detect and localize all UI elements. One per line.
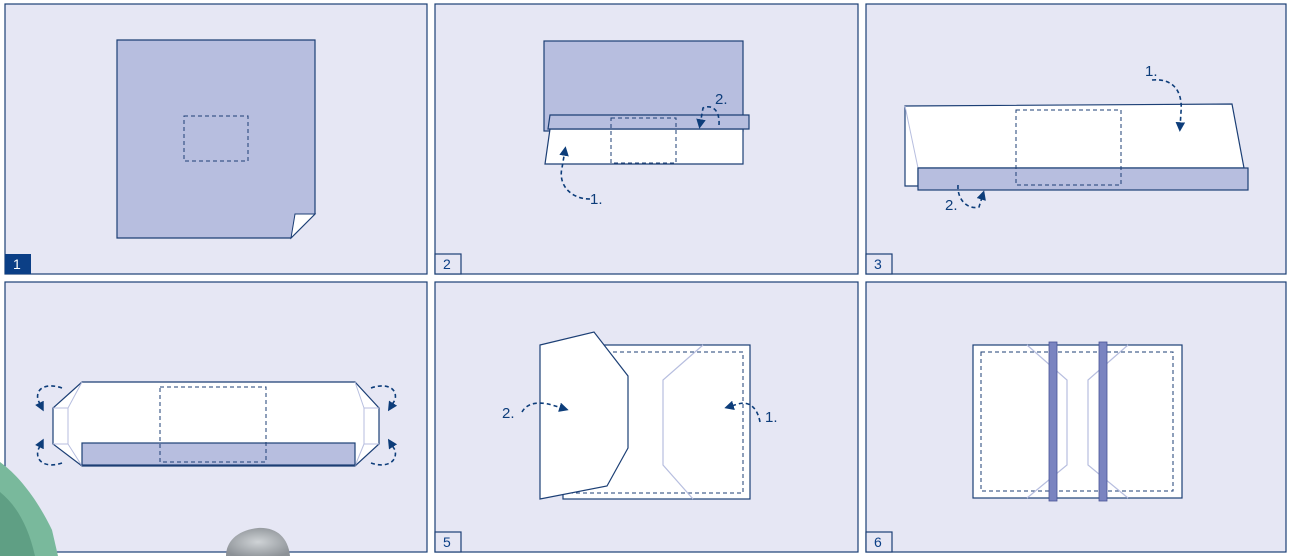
curved-dashed-arrow-icon: [521, 402, 569, 413]
instrument-tray-outline: [980, 351, 1174, 492]
flap-crease-lines: [1026, 344, 1129, 499]
left-fold-crease: [53, 381, 83, 467]
instrument-tray-outline: [159, 386, 267, 463]
instrument-tray-outline: [183, 115, 249, 162]
callout-step-1: 1.: [590, 191, 603, 208]
panel-number-2: 2: [443, 256, 451, 272]
wrapped-package: [972, 344, 1183, 499]
left-flap-folding: [539, 331, 629, 500]
right-flap-outline: [662, 344, 704, 500]
indicator-tape-right: [1098, 341, 1108, 502]
curved-dashed-arrow-icon: [957, 184, 986, 209]
folded-flap-white: [544, 128, 744, 165]
panel-6-illustration: [972, 341, 1183, 502]
panel-number-badge-3: [865, 253, 893, 275]
instrument-tray-outline: [610, 117, 677, 164]
panel-number-badge-1: [5, 254, 31, 274]
panel-number-badges: 1 2 3 5 6: [5, 253, 893, 553]
panel-1-illustration: [116, 39, 317, 240]
instrument-tray-outline: [1015, 109, 1122, 186]
wrap-band: [81, 442, 356, 466]
wrap-sheet: [116, 39, 316, 239]
callout-step-2: 2.: [945, 197, 958, 214]
photo-fragment-overlay: [0, 462, 290, 556]
panel-number-badge-6: [865, 531, 893, 553]
panel-number-5: 5: [443, 534, 451, 550]
green-gown-shade: [0, 492, 35, 556]
callout-step-2: 2.: [502, 405, 515, 422]
panel-5-illustration: 2. 1.: [502, 331, 778, 500]
sheet-fold-crease: [904, 105, 919, 169]
indicator-tape-left: [1048, 341, 1058, 502]
panel-4-illustration: [35, 381, 398, 467]
panel-3-illustration: 1. 2.: [904, 63, 1249, 214]
panel-number-6: 6: [874, 534, 882, 550]
wrap-band: [917, 167, 1249, 191]
curved-dashed-arrow-icon: [1151, 79, 1186, 132]
panel-number-3: 3: [874, 256, 882, 272]
panel-2-illustration: 1. 2.: [543, 40, 750, 208]
callout-step-1: 1.: [765, 409, 778, 426]
curved-dashed-arrow-icon: [559, 146, 591, 200]
panel-number-badge-2: [434, 253, 462, 275]
panel-number-1: 1: [13, 256, 21, 272]
panel-number-badge-5: [434, 531, 462, 553]
right-fold-crease: [354, 381, 379, 467]
hand-photo-fragment: [226, 527, 290, 556]
callout-step-2: 2.: [715, 91, 728, 108]
curved-dashed-arrow-icon: [696, 106, 720, 129]
folded-corner: [290, 213, 317, 240]
callout-step-1: 1.: [1145, 63, 1158, 80]
